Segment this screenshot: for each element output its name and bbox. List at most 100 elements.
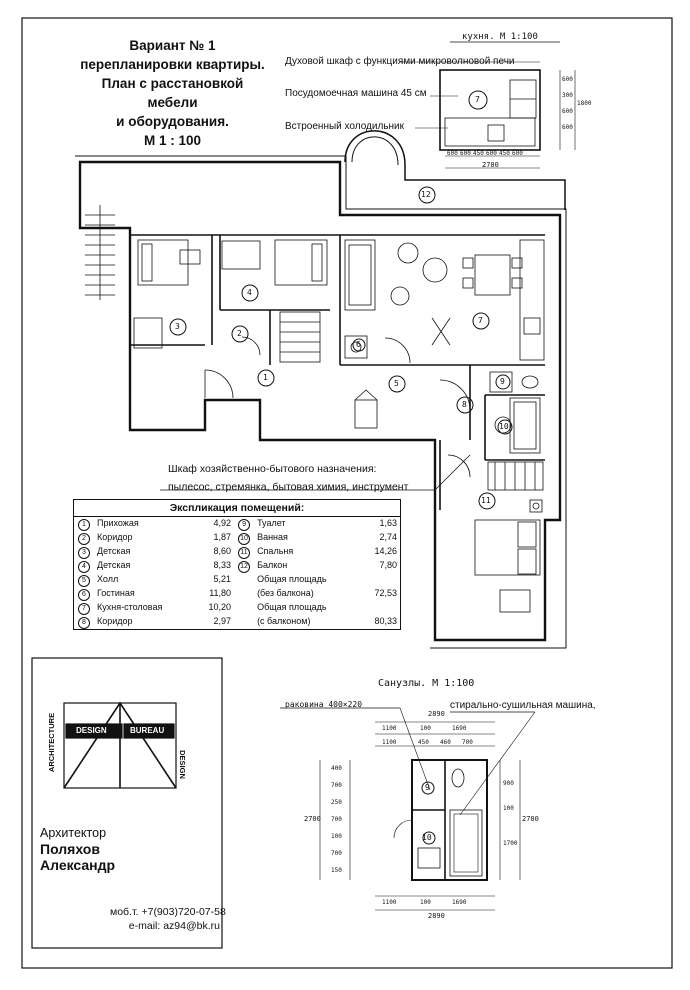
room-number: 9 — [238, 519, 251, 531]
title-line: и оборудования. — [116, 114, 229, 129]
bath-dim-top2: 460 — [440, 739, 451, 746]
table-row: 3 Детская 8,60 11 Спальня 14,26 — [74, 545, 401, 559]
note-fridge: Встроенный холодильник — [285, 121, 404, 132]
room-area: 7,80 — [379, 560, 397, 570]
drawing-title: Вариант № 1 перепланировки квартиры. Пла… — [80, 36, 265, 150]
room-number: 8 — [78, 617, 90, 629]
stairs — [85, 205, 115, 300]
table-row: 4 Детская 8,33 12 Балкон 7,80 — [74, 559, 401, 573]
title-line: Вариант № 1 — [129, 38, 216, 53]
contact-phone: моб.т. +7(903)720-07-58 — [110, 906, 226, 918]
room-number: 6 — [356, 340, 361, 349]
bath-dim-top: 1100 — [382, 725, 397, 732]
kitchen-heading: кухня. М 1:100 — [462, 32, 538, 42]
room-number: 4 — [247, 288, 252, 297]
room-area: 8,60 — [213, 546, 232, 556]
room-number: 5 — [394, 379, 399, 388]
room-name: Детская — [97, 560, 131, 570]
room-area: 2,97 — [213, 616, 232, 626]
room-number: 3 — [175, 322, 180, 331]
bath-dim-bottom: 1100 — [382, 899, 397, 906]
room-name: Коридор — [97, 616, 133, 626]
cabinet-note-line: Шкаф хозяйственно-бытового назначения: — [168, 463, 377, 475]
room-number: 2 — [78, 533, 90, 545]
room-number: 2 — [237, 329, 242, 338]
note-oven: Духовой шкаф с функциями микроволновой п… — [285, 56, 515, 67]
bath-dim-top2: 700 — [462, 739, 473, 746]
architect-label: Архитектор — [40, 826, 107, 840]
kitchen-room-number: 7 — [475, 95, 480, 104]
bath-dim-top2: 450 — [418, 739, 429, 746]
bath-dim-right: 900 — [503, 780, 514, 787]
table-row: 5 Холл 5,21 Общая площадь — [74, 573, 401, 587]
room-area: 4,92 — [213, 518, 232, 528]
kitchen-dim-side: 600 — [562, 108, 573, 115]
room-number: 11 — [481, 496, 491, 505]
architect-first: Поляхов — [40, 841, 100, 857]
room-name: Гостиная — [97, 588, 135, 598]
room-number: 4 — [78, 561, 90, 573]
bath-dim-right-total: 2700 — [522, 815, 539, 823]
bath-room-number: 9 — [425, 783, 430, 792]
kitchen-dim-side: 300 — [562, 92, 573, 99]
room-area: 14,26 — [374, 546, 397, 556]
bath-dim-top-total: 2890 — [428, 710, 445, 718]
bath-dim-left: 700 — [331, 850, 342, 857]
room-number: 10 — [499, 422, 509, 431]
architect-last: Александр — [40, 857, 116, 873]
plan-exterior-wall-outer — [75, 155, 567, 649]
table-row: 2 Коридор 1,87 10 Ванная 2,74 — [74, 531, 401, 545]
total-label: Общая площадь — [257, 602, 327, 612]
balcony-outline-inner — [351, 136, 399, 166]
bathroom-sink-note: раковина 400×220 — [285, 700, 363, 709]
balcony-outline — [344, 130, 566, 210]
kitchen-dim-side: 600 — [562, 76, 573, 83]
logo-bureau: BUREAU — [130, 726, 165, 735]
bath-dim-bottom: 1690 — [452, 899, 467, 906]
total-label: (с балконом) — [257, 616, 311, 626]
bath-dim-left: 250 — [331, 799, 342, 806]
bath-dim-left: 700 — [331, 782, 342, 789]
room-markers — [169, 186, 513, 510]
room-number: 10 — [238, 533, 251, 545]
room-number: 6 — [78, 589, 90, 601]
bath-dim-left-total: 2700 — [304, 815, 321, 823]
table-row: 8 Коридор 2,97 (с балконом) 80,33 — [74, 615, 401, 630]
bath-dim-bottom-total: 2890 — [428, 912, 445, 920]
kitchen-dim: 450 — [473, 150, 484, 157]
room-area: 1,87 — [213, 532, 232, 542]
kitchen-dim: 600 — [447, 150, 458, 157]
room-area: 11,80 — [209, 588, 232, 598]
room-area: 5,21 — [213, 574, 232, 584]
wardrobe-hatch-2 — [487, 461, 544, 491]
bath-dim-left: 100 — [331, 833, 342, 840]
bath-dim-top: 100 — [420, 725, 431, 732]
room-area: 1,63 — [379, 518, 397, 528]
table-row: 7 Кухня-столовая 10,20 Общая площадь — [74, 601, 401, 615]
kitchen-dim-side: 600 — [562, 124, 573, 131]
bath-room-number: 10 — [422, 833, 432, 842]
bath-dim-bottom: 100 — [420, 899, 431, 906]
bathroom-heading: Санузлы. М 1:100 — [378, 678, 475, 689]
kitchen-dim: 600 — [486, 150, 497, 157]
room-number: 7 — [478, 316, 483, 325]
explication-table: Экспликация помещений: 1 Прихожая 4,92 9… — [73, 499, 401, 630]
total-area: 72,53 — [374, 588, 397, 598]
title-line: перепланировки квартиры. — [80, 57, 265, 72]
room-number: 1 — [78, 519, 90, 531]
room-name: Холл — [97, 574, 119, 584]
total-label: (без балкона) — [257, 588, 314, 598]
room-area: 10,20 — [208, 602, 232, 612]
room-area: 2,74 — [379, 532, 397, 542]
room-number: 1 — [263, 373, 268, 382]
room-name: Коридор — [97, 532, 133, 542]
room-number: 3 — [78, 547, 90, 559]
bath-dim-left: 700 — [331, 816, 342, 823]
plan-furniture — [133, 239, 545, 613]
bath-dim-top2: 1100 — [382, 739, 397, 746]
plan-exterior-wall — [78, 160, 562, 642]
